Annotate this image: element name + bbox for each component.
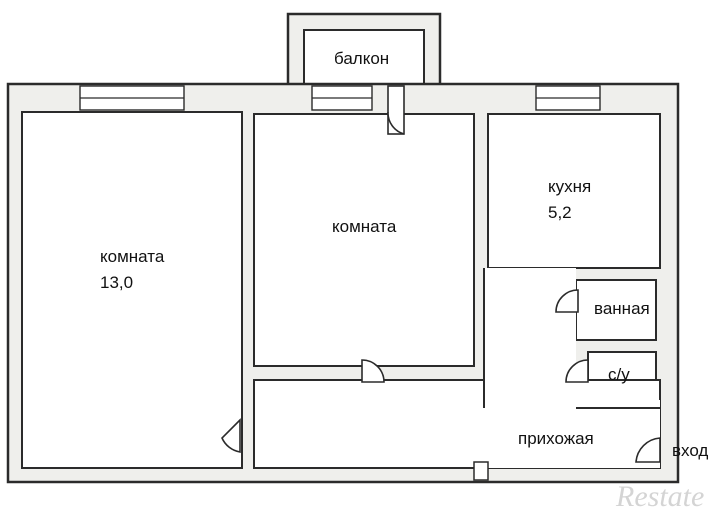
balcony-door-swing [387,111,405,135]
room-left-label: комната [100,247,165,266]
kitchen-area: 5,2 [548,203,572,222]
toilet-label: с/у [608,365,630,384]
door-room-middle [361,359,385,383]
balcony-area [303,29,425,91]
room-middle-label: комната [332,217,397,236]
kitchen [487,113,661,269]
kitchen-label: кухня [548,177,591,196]
room-left [21,111,243,469]
door-entrance [635,437,661,463]
door-bathroom [555,289,579,313]
bathroom-label: ванная [594,299,650,318]
balcony-label: балкон [334,49,389,68]
hallway-stub [473,461,489,481]
door-toilet [565,359,589,383]
hallway-label: прихожая [518,429,594,448]
room-left-area: 13,0 [100,273,133,292]
entrance-label: вход [672,441,708,460]
watermark-logo: Restate [615,480,704,513]
door-room-left [221,418,241,453]
room-middle [253,113,475,367]
